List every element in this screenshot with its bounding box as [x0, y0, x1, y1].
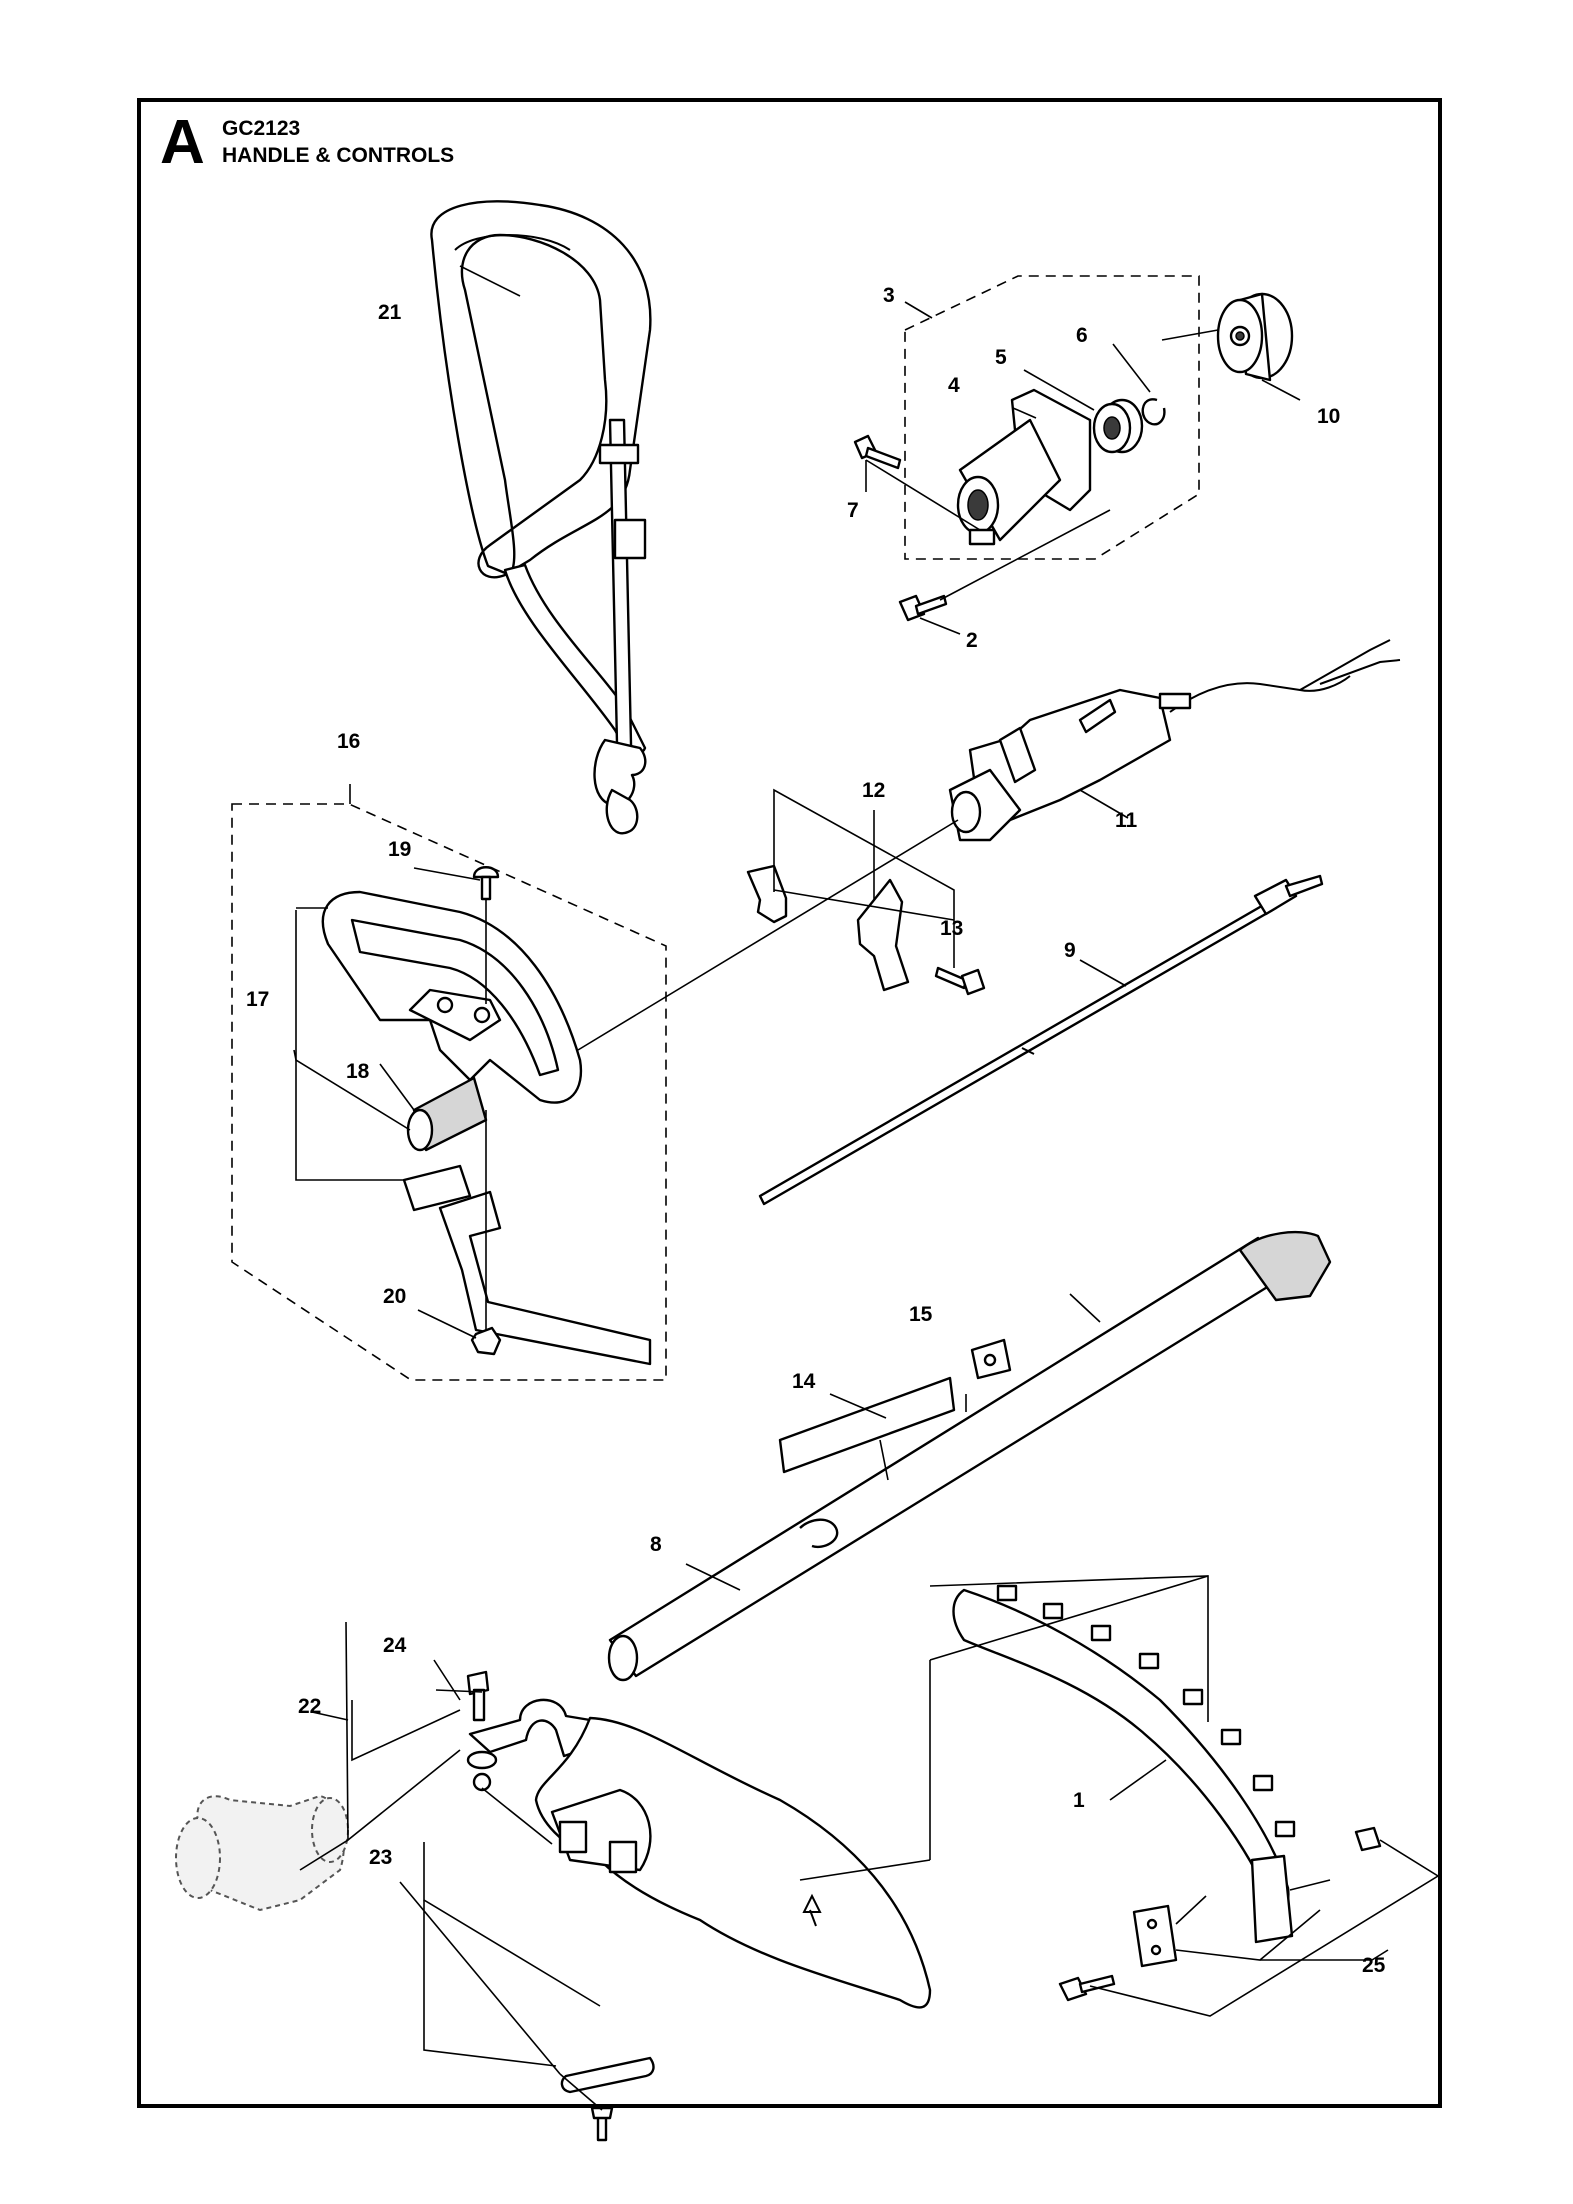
- bolt-2: [898, 594, 948, 622]
- label-20: 20: [383, 1285, 406, 1308]
- label-2: 2: [966, 629, 978, 652]
- label-1: 1: [1073, 1789, 1085, 1812]
- strap-buckle-upper: [598, 443, 640, 465]
- drive-shaft: [758, 874, 1324, 1206]
- section-title: HANDLE & CONTROLS: [222, 144, 455, 167]
- clutch-housing: [956, 388, 1092, 546]
- bearing: [1092, 398, 1144, 454]
- label-21: 21: [378, 301, 402, 324]
- part-labels: 1 2 3 4 5 6 7 8 9 10 11 12 13 14 15 16 1…: [246, 284, 1386, 1977]
- label-11: 11: [1115, 809, 1138, 832]
- label-25: 25: [1362, 1954, 1386, 1977]
- loop-handle: [321, 890, 583, 1104]
- label-4: 4: [948, 374, 960, 397]
- guard-clamp: [466, 1670, 592, 1792]
- label-7: 7: [847, 499, 859, 522]
- group-box-3: [904, 275, 1200, 560]
- guard-plate: [560, 2056, 655, 2142]
- shoulder-strap: [430, 200, 652, 835]
- leader-lines: [293, 265, 1440, 2111]
- label-8: 8: [650, 1533, 662, 1556]
- strap-buckle-lower: [613, 518, 647, 560]
- label-18: 18: [346, 1060, 370, 1083]
- label-5: 5: [995, 346, 1007, 369]
- label-23: 23: [369, 1846, 392, 1869]
- handle-bracket: [402, 1164, 652, 1366]
- circlip: [1141, 398, 1166, 426]
- gear-housing-phantom: [175, 1794, 349, 1912]
- label-10: 10: [1317, 405, 1340, 428]
- shaft-tube: [607, 1230, 1332, 1682]
- grip-sleeve: [406, 1076, 488, 1152]
- label-6: 6: [1076, 324, 1088, 347]
- knife-kit: [1058, 1826, 1382, 2002]
- screw-7: [853, 434, 902, 470]
- group-box-16: [231, 803, 667, 1381]
- label-12: 12: [862, 779, 885, 802]
- nut-20: [470, 1326, 502, 1356]
- label-3: 3: [883, 284, 895, 307]
- label-22: 22: [298, 1695, 321, 1718]
- label-15: 15: [909, 1303, 933, 1326]
- label-19: 19: [388, 838, 411, 861]
- throttle-handle: [948, 639, 1401, 842]
- decal-15-hole: [983, 1353, 997, 1367]
- label-9: 9: [1064, 939, 1076, 962]
- label-17: 17: [246, 988, 269, 1011]
- cutter-strip: [952, 1584, 1296, 1944]
- drawing-frame: [137, 98, 1442, 2108]
- decal-14: [778, 1376, 956, 1474]
- clutch-drum: [1216, 292, 1294, 382]
- screw-19: [472, 866, 500, 901]
- model-number: GC2123: [222, 117, 301, 140]
- section-letter: A: [160, 108, 205, 177]
- label-16: 16: [337, 730, 360, 753]
- label-13: 13: [940, 917, 963, 940]
- label-14: 14: [792, 1370, 816, 1393]
- clamp-12: [856, 878, 910, 992]
- screw-13: [934, 966, 986, 996]
- label-24: 24: [383, 1634, 407, 1657]
- trimmer-guard: [534, 1716, 932, 2009]
- clamp-half-12: [746, 864, 788, 924]
